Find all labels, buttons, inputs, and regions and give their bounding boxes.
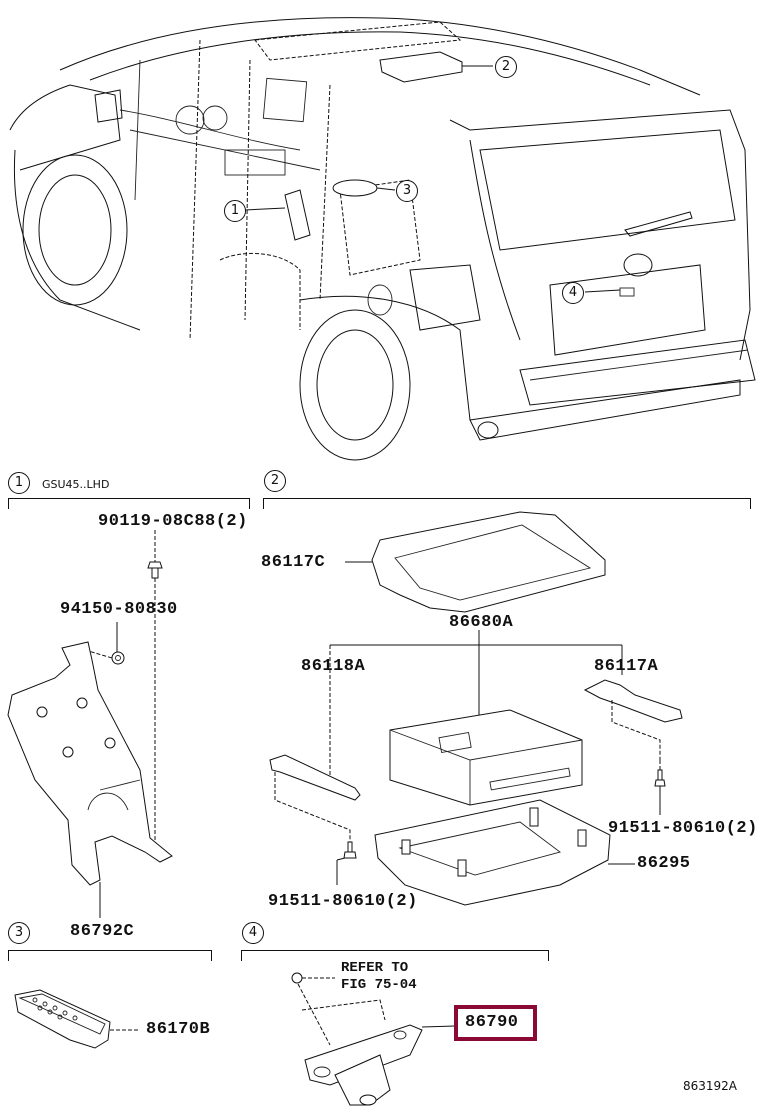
refer-note-line2[interactable]: FIG 75-04 xyxy=(341,977,417,993)
part-86790[interactable]: 86790 xyxy=(465,1013,519,1032)
part-86680A[interactable]: 86680A xyxy=(449,613,514,632)
bolt-icon xyxy=(654,769,666,787)
group-2-bracket xyxy=(263,498,751,509)
figure-code: 863192A xyxy=(683,1079,738,1093)
part-86118A[interactable]: 86118A xyxy=(301,657,366,676)
group-4-number: 4 xyxy=(242,922,264,944)
group-2-number: 2 xyxy=(264,470,286,492)
part-86295[interactable]: 86295 xyxy=(637,854,691,873)
nut-icon xyxy=(111,651,125,665)
callout-1[interactable]: 1 xyxy=(224,200,246,222)
part-90119-08C88[interactable]: 90119-08C88(2) xyxy=(98,512,248,531)
part-86792C[interactable]: 86792C xyxy=(70,922,135,941)
part-91511-80610-left[interactable]: 91511-80610(2) xyxy=(268,892,418,911)
part-86170B[interactable]: 86170B xyxy=(146,1020,211,1039)
group-1-caption: GSU45..LHD xyxy=(42,478,110,491)
highlighted-part-box[interactable]: 86790 xyxy=(454,1005,537,1041)
group-1-number: 1 xyxy=(8,472,30,494)
group-3-bracket xyxy=(8,950,212,961)
refer-note-line1: REFER TO xyxy=(341,960,409,976)
callout-4[interactable]: 4 xyxy=(562,282,584,304)
bolt-icon xyxy=(343,841,357,859)
group-1-bracket xyxy=(8,498,250,509)
part-86117C[interactable]: 86117C xyxy=(261,553,326,572)
clip-icon xyxy=(291,972,303,984)
vehicle-illustration xyxy=(9,17,756,461)
group-2-drawing xyxy=(269,511,683,906)
vehicle-overview: 1 2 3 4 xyxy=(0,0,760,470)
callout-2[interactable]: 2 xyxy=(495,56,517,78)
callout-3[interactable]: 3 xyxy=(396,180,418,202)
bolt-icon xyxy=(147,561,163,579)
group-3-number: 3 xyxy=(8,922,30,944)
rear-camera-icon xyxy=(304,1024,423,1106)
group-4-drawing xyxy=(291,972,456,1106)
group-1-drawing xyxy=(7,530,173,918)
part-94150-80830[interactable]: 94150-80830 xyxy=(60,600,178,619)
group-4-bracket xyxy=(241,950,549,961)
part-86117A[interactable]: 86117A xyxy=(594,657,659,676)
remote-control-icon xyxy=(14,989,111,1049)
part-91511-80610-right[interactable]: 91511-80610(2) xyxy=(608,819,758,838)
group-3-drawing xyxy=(14,989,140,1049)
